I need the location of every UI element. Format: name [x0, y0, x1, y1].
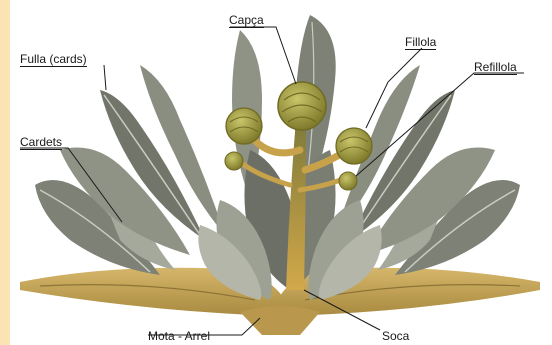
label-refillola: Refillola — [474, 60, 517, 75]
label-soca: Soca — [382, 329, 409, 343]
label-fillola: Fillola — [405, 35, 436, 50]
label-mota: Mota - Arrel — [148, 329, 210, 343]
head-fillola-left — [226, 108, 262, 144]
label-capca: Capça — [229, 13, 264, 28]
head-fillola-right — [336, 128, 372, 164]
head-capca — [278, 82, 326, 130]
outer-leaves-left — [35, 65, 225, 275]
label-fulla: Fulla (cards) — [20, 52, 87, 67]
label-cardets: Cardets — [20, 135, 62, 150]
leader-fulla — [104, 65, 106, 90]
